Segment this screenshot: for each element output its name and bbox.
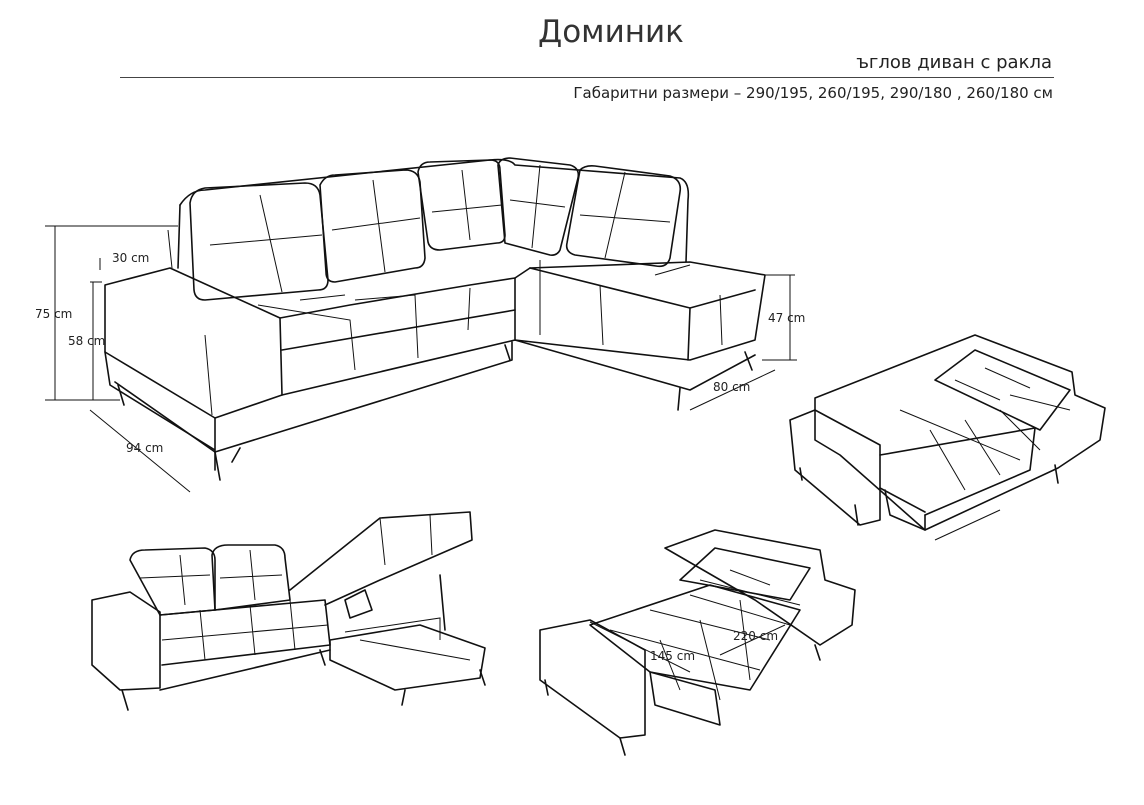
label-seat-height: 58 cm	[68, 334, 105, 348]
storage-lid	[289, 511, 473, 606]
back-cushion-3	[417, 159, 506, 251]
sofa-leg	[117, 344, 753, 481]
label-chaise-height: 47 cm	[768, 311, 805, 325]
storage-open-view	[91, 511, 486, 711]
product-subtitle: ъглов диван с ракла	[856, 52, 1052, 73]
back-cushion-2	[319, 169, 426, 283]
back-cushion-5	[565, 165, 682, 268]
label-bed-length: 220 cm	[733, 629, 778, 643]
header-divider	[120, 77, 1054, 78]
label-armrest-width: 30 cm	[112, 251, 149, 265]
back-cushion-4	[497, 157, 580, 256]
label-total-height: 75 cm	[35, 307, 72, 321]
product-title: Доминик	[538, 14, 684, 50]
overall-dimensions: Габаритни размери – 290/195, 260/195, 29…	[573, 84, 1053, 102]
back-cushion-1	[189, 182, 329, 301]
label-depth: 94 cm	[126, 441, 163, 455]
label-chaise-width: 80 cm	[713, 380, 750, 394]
bed-top-right-view	[789, 334, 1106, 541]
bed-bottom-center-view: 145 cm 220 cm	[539, 529, 856, 756]
main-sofa-view: 30 cm 75 cm 58 cm 94 cm 47 cm 80 cm	[35, 157, 805, 493]
chaise-seat	[514, 261, 766, 361]
label-bed-width: 145 cm	[650, 649, 695, 663]
